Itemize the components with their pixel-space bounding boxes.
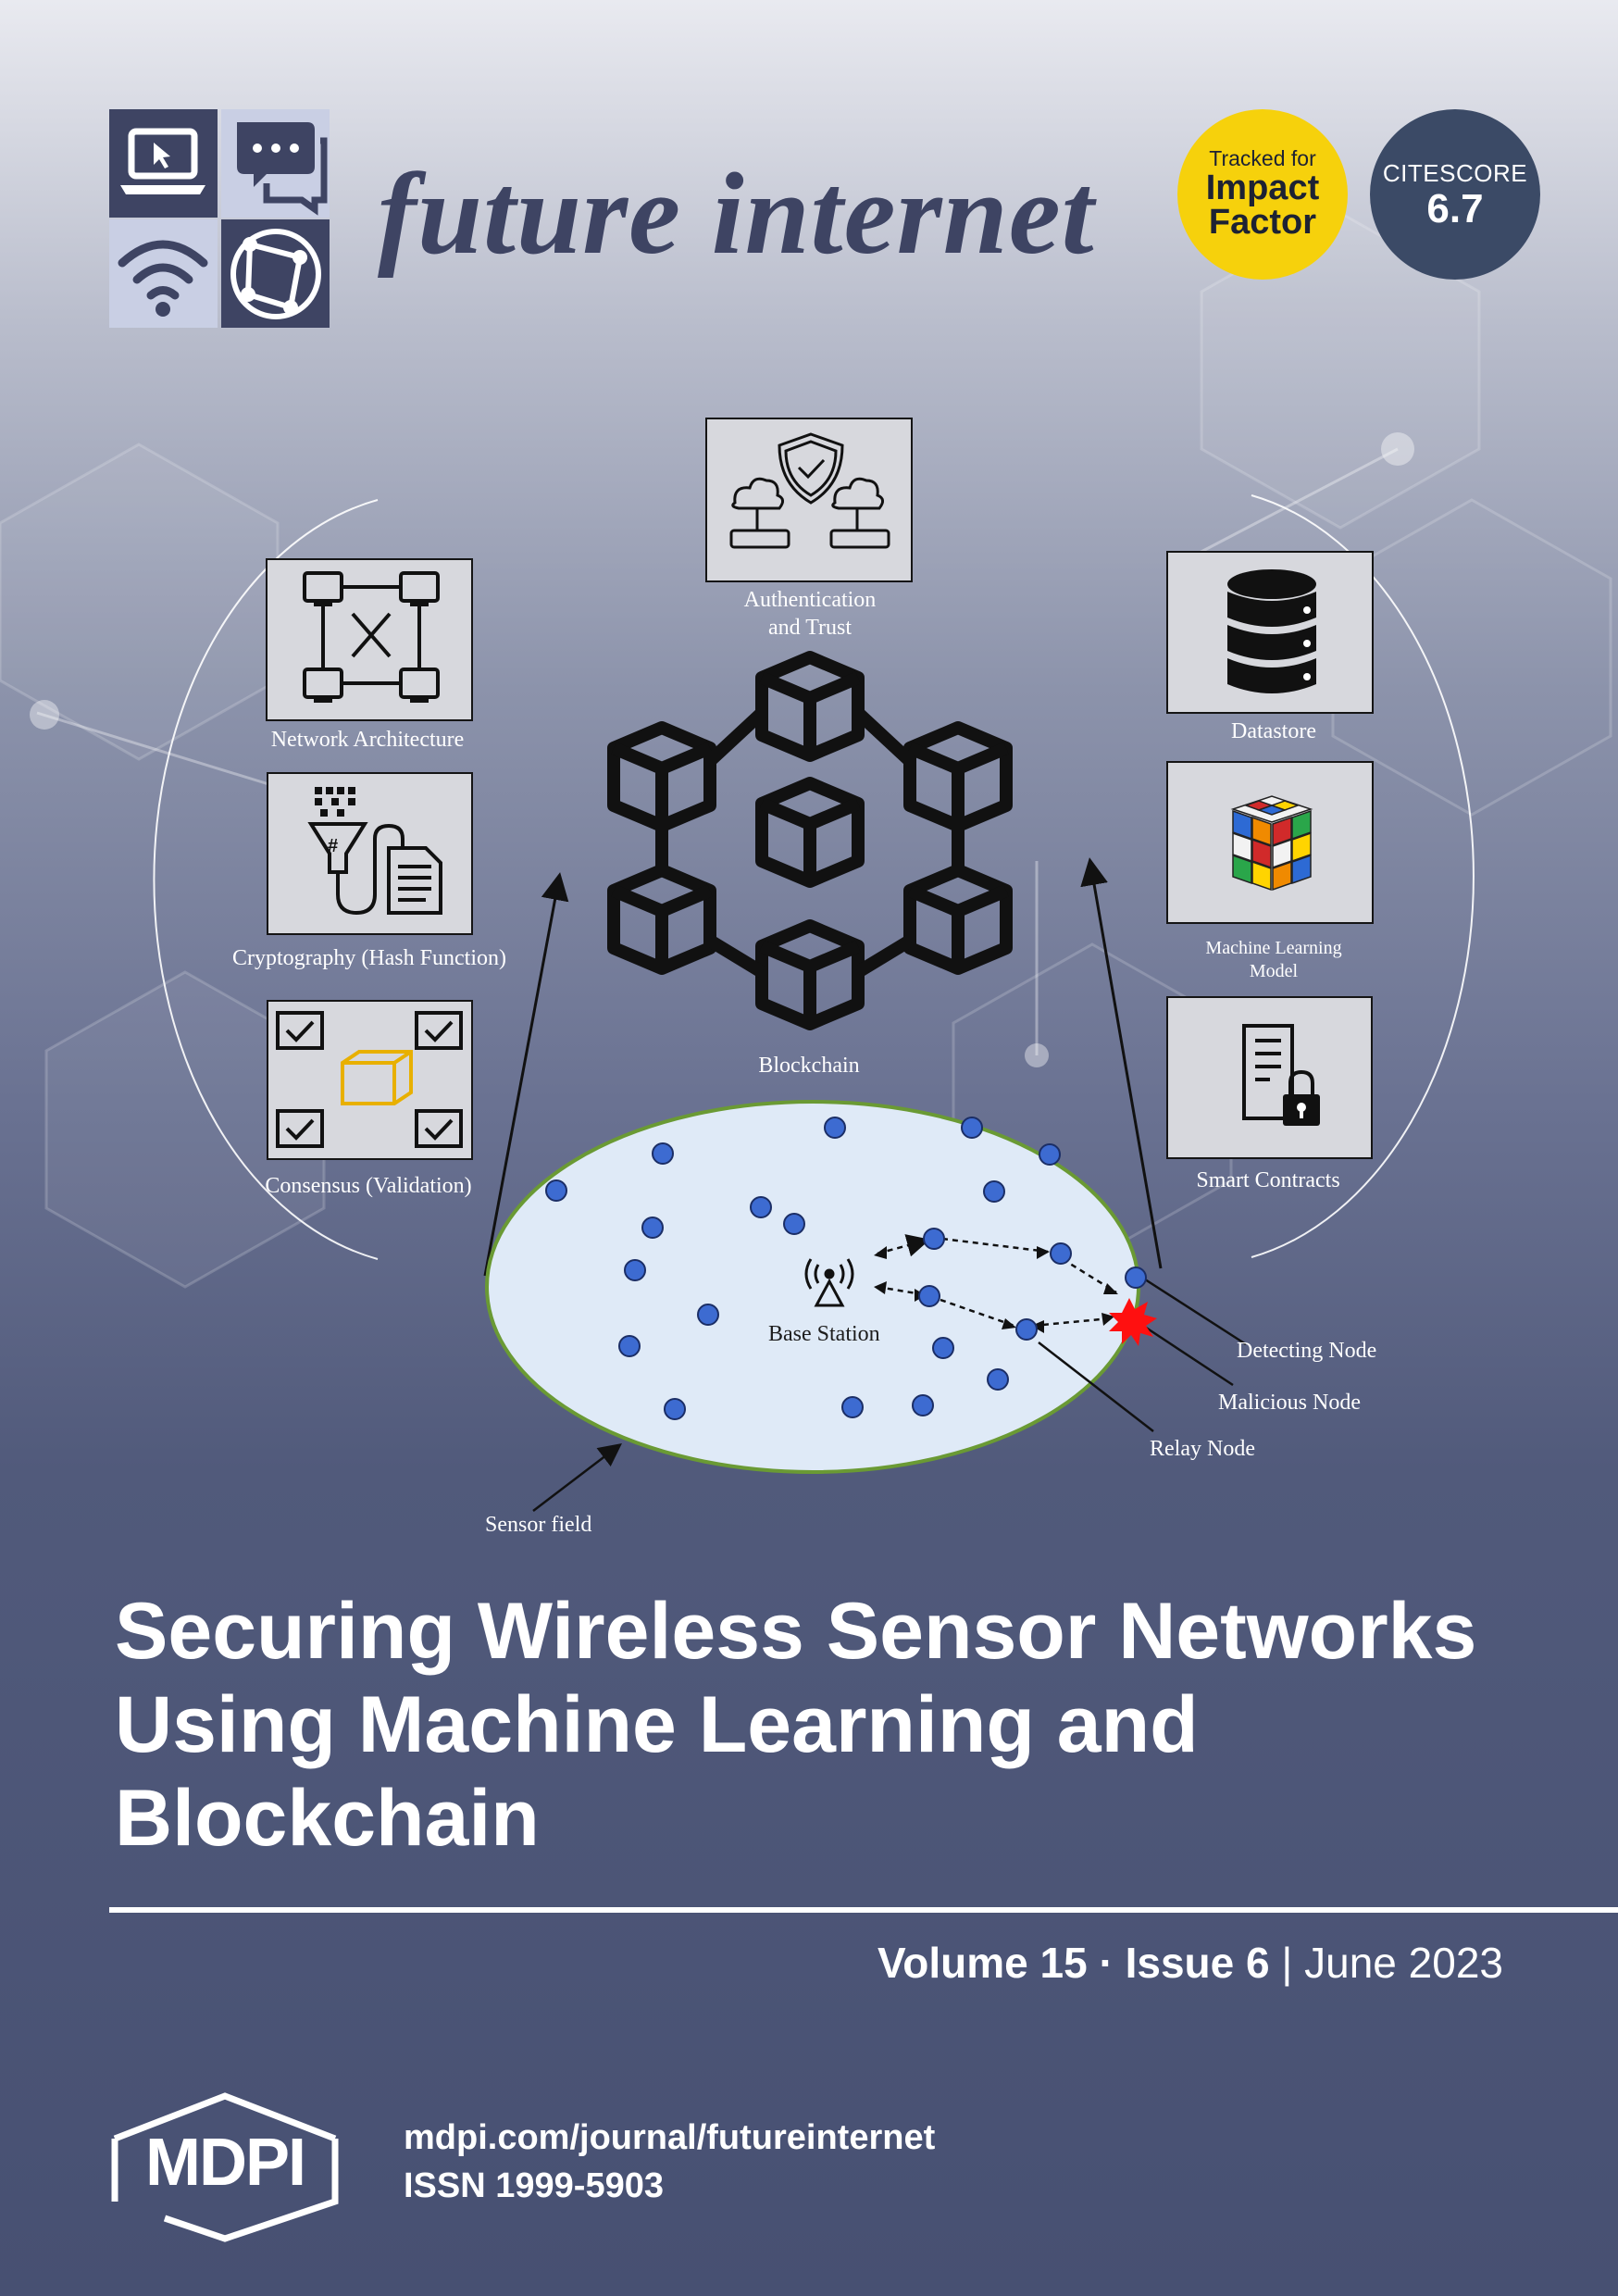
database-icon xyxy=(1227,569,1316,693)
consensus-icon xyxy=(276,1011,463,1148)
relay-node-label: Relay Node xyxy=(1150,1437,1255,1461)
badge-impact: Impact xyxy=(1205,168,1320,207)
smart-contracts-panel xyxy=(1166,996,1373,1159)
detecting-node-label: Detecting Node xyxy=(1237,1339,1377,1363)
impact-factor-badge: Tracked for Impact Factor xyxy=(1177,109,1348,280)
network-icon xyxy=(303,571,440,703)
malicious-node-label: Malicious Node xyxy=(1218,1391,1361,1415)
validation-cube-icon xyxy=(341,1050,413,1105)
journal-logo xyxy=(109,109,330,328)
authentication-caption-line2: and Trust xyxy=(767,616,853,640)
authentication-panel xyxy=(705,418,913,582)
rubiks-cube-icon xyxy=(1230,795,1313,892)
network-architecture-caption: Network Architecture xyxy=(270,728,465,752)
sensor-nodes xyxy=(545,1117,1147,1420)
chat-icon xyxy=(237,122,328,216)
datastore-panel xyxy=(1166,551,1374,714)
mdpi-logo-text: MDPI xyxy=(145,2126,306,2200)
machine-learning-caption-line2: Model xyxy=(1249,961,1299,981)
base-station-icon xyxy=(804,1258,854,1307)
authentication-caption-line1: Authentication xyxy=(743,588,877,612)
blockchain-caption: Blockchain xyxy=(758,1054,860,1078)
journal-title: future internet xyxy=(378,150,1095,279)
wifi-icon xyxy=(118,240,208,300)
laptop-icon xyxy=(120,128,205,194)
volume-text: Volume 15 xyxy=(877,1939,1088,1987)
badge-tracked-for: Tracked for xyxy=(1209,146,1316,170)
cryptography-panel: # xyxy=(267,772,473,935)
article-title-line3: Blockchain xyxy=(115,1774,540,1863)
contract-lock-icon xyxy=(1242,1024,1320,1126)
article-title-line2: Using Machine Learning and xyxy=(115,1680,1199,1769)
cryptography-caption: Cryptography (Hash Function) xyxy=(232,946,506,970)
journal-url[interactable]: mdpi.com/journal/futureinternet xyxy=(404,2118,936,2157)
citescore-badge: CITESCORE 6.7 xyxy=(1370,109,1540,280)
consensus-panel xyxy=(267,1000,473,1160)
issue-separator: · xyxy=(1087,1939,1126,1987)
cloud-server-icon xyxy=(729,477,890,549)
issue-info: Volume 15 · Issue 6 | June 2023 xyxy=(877,1938,1503,1988)
citescore-value: 6.7 xyxy=(1426,186,1484,231)
shield-icon xyxy=(778,432,844,505)
machine-learning-caption: Machine Learning Model xyxy=(1205,937,1341,983)
journal-issn: ISSN 1999-5903 xyxy=(404,2166,664,2205)
hash-function-icon: # xyxy=(307,787,442,916)
svg-text:#: # xyxy=(328,836,338,856)
malicious-node-burst xyxy=(1109,1298,1157,1346)
blockchain-icon xyxy=(607,651,1013,1030)
issue-bar: | xyxy=(1269,1939,1305,1987)
network-architecture-panel xyxy=(266,558,473,721)
smart-contracts-caption: Smart Contracts xyxy=(1196,1168,1340,1192)
sensor-field-label: Sensor field xyxy=(485,1513,592,1537)
issue-number-text: Issue 6 xyxy=(1125,1939,1270,1987)
issue-date: June 2023 xyxy=(1304,1939,1503,1987)
divider-rule xyxy=(109,1907,1618,1913)
authentication-caption: Authentication and Trust xyxy=(744,586,877,642)
base-station-label: Base Station xyxy=(768,1322,880,1346)
machine-learning-panel xyxy=(1166,761,1374,924)
consensus-caption: Consensus (Validation) xyxy=(265,1174,472,1198)
article-title-line1: Securing Wireless Sensor Networks xyxy=(115,1587,1477,1676)
citescore-label: CITESCORE xyxy=(1382,159,1528,187)
article-title: Securing Wireless Sensor Networks Using … xyxy=(115,1585,1559,1866)
datastore-caption: Datastore xyxy=(1231,719,1316,743)
mdpi-logo-icon xyxy=(111,2092,339,2242)
badge-factor: Factor xyxy=(1208,203,1317,242)
machine-learning-caption-line1: Machine Learning xyxy=(1205,938,1342,958)
